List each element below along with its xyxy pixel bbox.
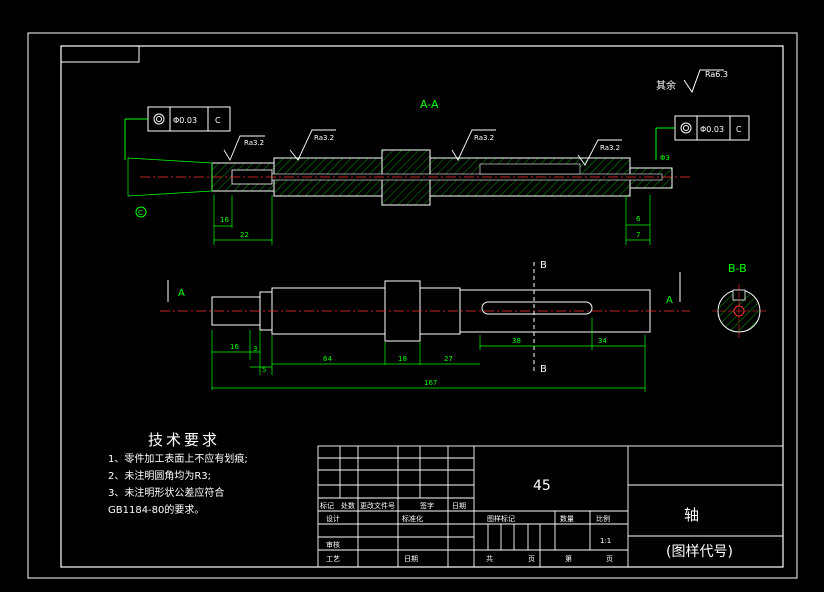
- svg-text:Φ0.03: Φ0.03: [173, 116, 197, 125]
- dim-section-22: 22: [240, 231, 249, 239]
- tb-sample-mark: 图样标记: [487, 514, 515, 523]
- roughness-mark-4: Ra3.2: [577, 139, 622, 166]
- tech-req-item-3: 3、未注明形状公差应符合: [108, 486, 224, 499]
- dim-section-7: 7: [636, 231, 640, 239]
- tb-header-file: 更改文件号: [360, 501, 395, 510]
- outer-border: [27, 32, 798, 579]
- dim-front-38: 38: [512, 337, 521, 345]
- tb-process: 工艺: [326, 555, 340, 563]
- section-title-aa: A-A: [420, 98, 439, 111]
- tb-header-sign: 签字: [420, 501, 434, 510]
- dim-front-3: 3: [253, 345, 257, 353]
- roughness-general-label: 其余: [656, 79, 676, 92]
- tech-req-item-4: GB1184-80的要求。: [108, 503, 204, 516]
- tb-header-mark: 标记: [320, 501, 334, 510]
- section-dimensions: [213, 195, 651, 245]
- tech-req-item-2: 2、未注明圆角均为R3;: [108, 469, 211, 482]
- dim-section-phi3: Φ3: [660, 154, 670, 162]
- dim-front-27: 27: [444, 355, 453, 363]
- datum-label: C: [138, 209, 143, 217]
- section-marker-b-bottom: B: [540, 364, 547, 375]
- dim-front-18: 18: [398, 355, 407, 363]
- tb-material: 45: [533, 478, 551, 494]
- svg-text:Ra3.2: Ra3.2: [314, 134, 334, 142]
- tb-sheet: 第: [565, 554, 572, 563]
- svg-text:C: C: [736, 125, 742, 134]
- shaft-section: [127, 149, 690, 206]
- tolerance-frame-left: Φ0.03 C: [124, 106, 231, 160]
- tb-header-count: 处数: [341, 501, 355, 510]
- section-marker-a-right: A: [666, 295, 673, 306]
- shaft-front-view: [160, 280, 690, 342]
- roughness-general-symbol: [683, 69, 724, 94]
- svg-text:Ra3.2: Ra3.2: [474, 134, 494, 142]
- tb-scale-value: 1:1: [600, 537, 611, 545]
- tb-design: 设计: [326, 514, 340, 523]
- bb-section-view: [712, 284, 766, 338]
- tb-standardize: 标准化: [402, 514, 423, 523]
- dim-front-16: 16: [230, 343, 239, 351]
- svg-text:Ra3.2: Ra3.2: [600, 144, 620, 152]
- dim-section-16: 16: [220, 216, 229, 224]
- tb-date: 日期: [404, 555, 418, 563]
- tech-req-item-1: 1、零件加工表面上不应有划痕;: [108, 452, 248, 465]
- svg-text:Φ0.03: Φ0.03: [700, 125, 724, 134]
- roughness-mark-2: Ra3.2: [289, 129, 336, 161]
- dim-front-34: 34: [598, 337, 607, 345]
- roughness-general-value: Ra6.3: [705, 70, 728, 79]
- section-title-bb: B-B: [728, 262, 747, 275]
- dim-section-6: 6: [636, 215, 641, 223]
- section-marker-a-left: A: [178, 288, 185, 299]
- title-block: [317, 445, 784, 568]
- tolerance-frame-right: Φ0.03 C: [655, 115, 750, 160]
- tb-part-name: 轴: [684, 506, 699, 524]
- front-dimensions: [211, 318, 646, 392]
- tb-drawing-code: (图样代号): [666, 544, 733, 560]
- section-marker-b-top: B: [540, 260, 547, 271]
- tb-page-2: 页: [606, 555, 613, 563]
- tb-weight: 数量: [560, 514, 574, 523]
- tb-scale-label: 比例: [596, 514, 610, 523]
- tb-header-date: 日期: [452, 502, 466, 510]
- roughness-mark-3: Ra3.2: [451, 129, 496, 161]
- svg-text:C: C: [215, 116, 221, 125]
- roughness-mark-1: Ra3.2: [223, 135, 265, 161]
- dim-front-64: 64: [323, 355, 332, 363]
- tb-total: 共: [486, 554, 493, 563]
- svg-text:Ra3.2: Ra3.2: [244, 139, 264, 147]
- tech-req-title: 技术要求: [148, 431, 220, 449]
- dim-front-5: 5: [262, 366, 266, 374]
- datum-circle: [135, 206, 147, 218]
- dim-front-total: 167: [424, 379, 437, 387]
- tb-page-1: 页: [528, 555, 535, 563]
- corner-box: [60, 45, 140, 63]
- tb-review: 审核: [326, 540, 340, 549]
